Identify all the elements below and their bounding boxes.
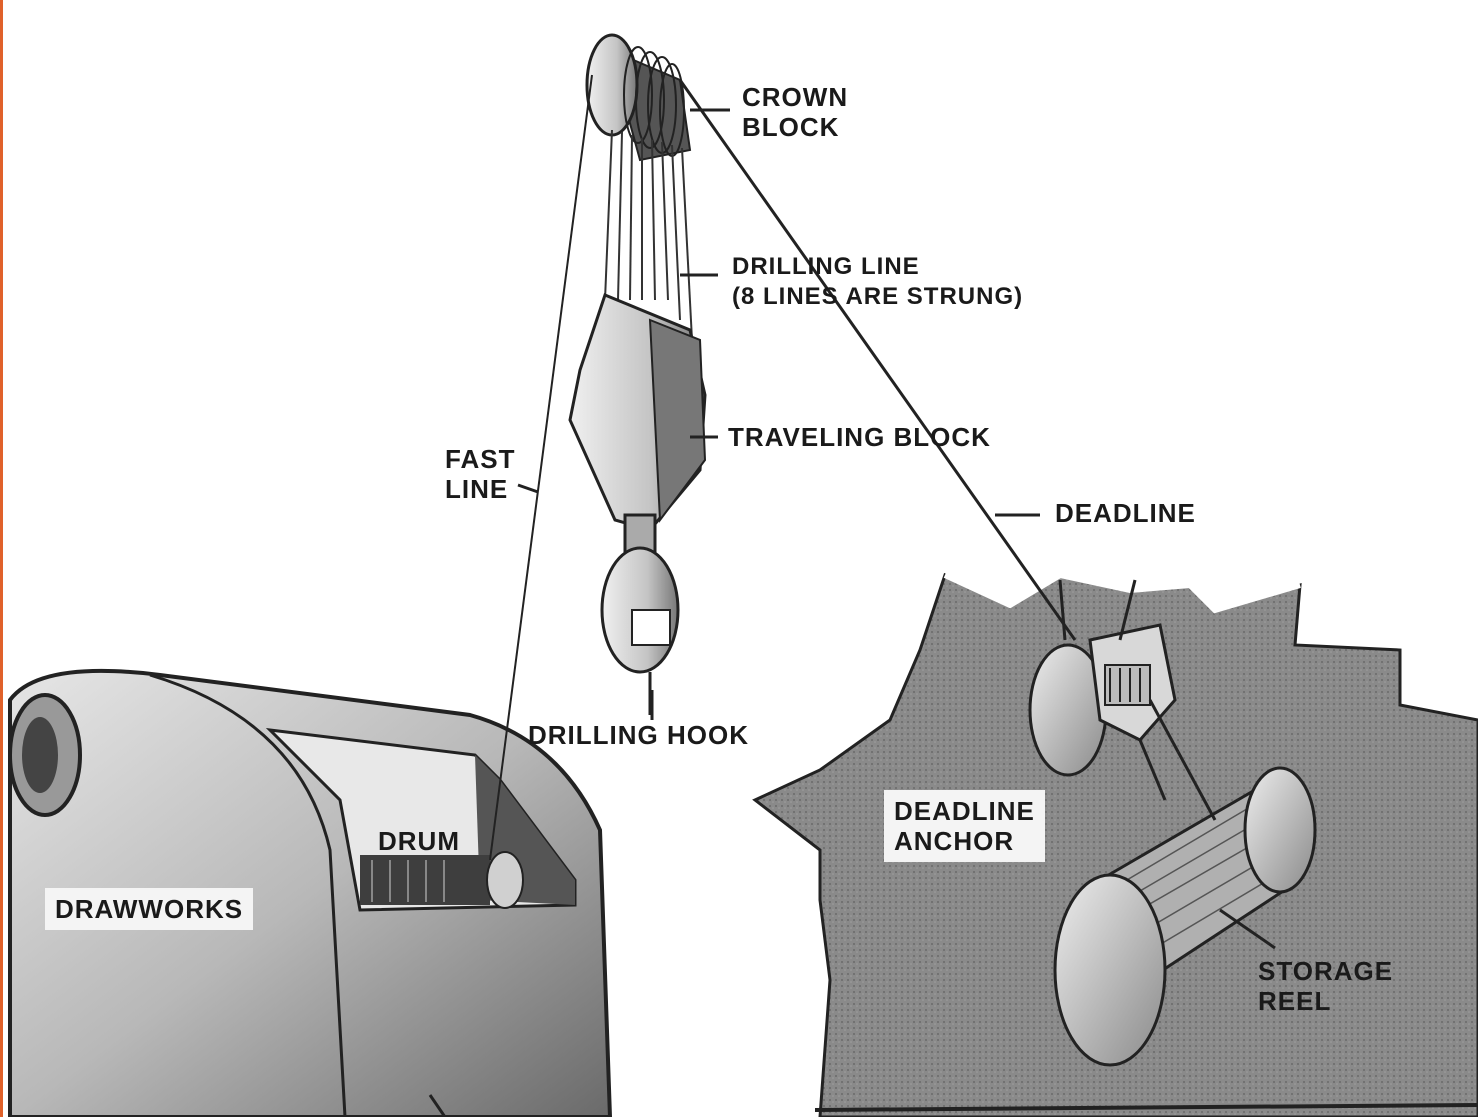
traveling-block-drawing (570, 295, 705, 530)
drum-label: DRUM (378, 826, 460, 856)
storage-reel-label: STORAGE REEL (1258, 956, 1393, 1016)
drawworks-label: DRAWWORKS (45, 888, 253, 930)
drilling-hook-drawing (602, 515, 678, 715)
fast-line-label: FAST LINE (445, 444, 515, 504)
deadline-label: DEADLINE (1055, 498, 1196, 528)
deadline-rope (680, 80, 1075, 640)
drilling-line-label: DRILLING LINE (8 LINES ARE STRUNG) (732, 252, 1023, 312)
crown-block-drawing (587, 35, 690, 160)
deadline-anchor-label: DEADLINE ANCHOR (884, 790, 1045, 862)
drilling-hook-label: DRILLING HOOK (528, 720, 749, 750)
crown-block-label: CROWN BLOCK (742, 82, 848, 142)
traveling-block-label: TRAVELING BLOCK (728, 422, 991, 452)
